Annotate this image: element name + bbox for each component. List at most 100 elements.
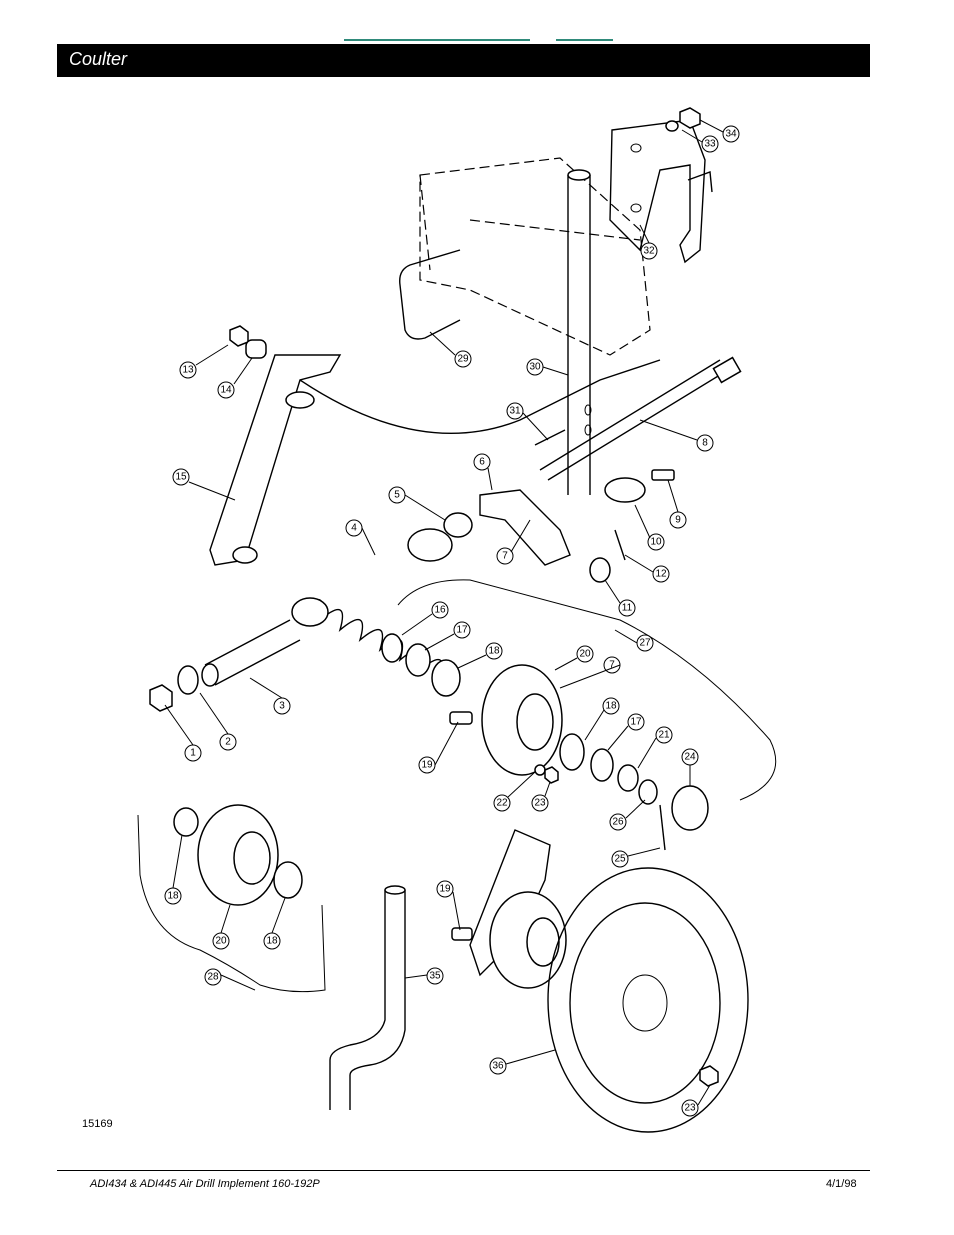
bearing-17b xyxy=(590,748,614,782)
svg-text:10: 10 xyxy=(650,537,662,548)
svg-text:12: 12 xyxy=(655,569,667,580)
axle xyxy=(201,619,301,687)
svg-text:6: 6 xyxy=(479,457,485,468)
callout-26: 26 xyxy=(609,813,627,831)
svg-text:15: 15 xyxy=(175,472,187,483)
callout-15: 15 xyxy=(172,468,190,486)
hub xyxy=(481,664,563,776)
nut-1 xyxy=(149,684,173,712)
callout-20b: 20 xyxy=(212,932,230,950)
svg-text:5: 5 xyxy=(394,490,400,501)
spacer xyxy=(443,512,473,538)
bearing-17 xyxy=(405,643,431,677)
callout-28: 28 xyxy=(204,968,222,986)
callout-27: 27 xyxy=(636,634,654,652)
svg-text:1: 1 xyxy=(190,748,196,759)
callout-1: 1 xyxy=(184,744,202,762)
hub-assembly-28 xyxy=(137,804,326,993)
callout-2: 2 xyxy=(219,733,237,751)
svg-text:20: 20 xyxy=(579,649,591,660)
svg-text:14: 14 xyxy=(220,385,232,396)
cup-18 xyxy=(431,659,461,697)
bolt-19b xyxy=(451,927,473,941)
callout-30: 30 xyxy=(526,358,544,376)
nut-26 xyxy=(638,779,658,805)
coulter-arm xyxy=(209,354,661,566)
callout-18a: 18 xyxy=(485,642,503,660)
callout-36: 36 xyxy=(489,1057,507,1075)
washer-33 xyxy=(665,120,679,132)
callout-33: 33 xyxy=(701,135,719,153)
callout-20a: 20 xyxy=(576,645,594,663)
callout-3: 3 xyxy=(273,697,291,715)
callout-4: 4 xyxy=(345,519,363,537)
callout-31: 31 xyxy=(506,402,524,420)
svg-text:17: 17 xyxy=(456,625,468,636)
svg-text:9: 9 xyxy=(675,515,681,526)
svg-text:4: 4 xyxy=(351,523,357,534)
svg-text:11: 11 xyxy=(622,603,633,614)
leader-lines xyxy=(164,119,724,1106)
svg-text:17: 17 xyxy=(630,717,642,728)
dust-cap xyxy=(671,785,709,831)
svg-text:36: 36 xyxy=(492,1061,504,1072)
callout-19b: 19 xyxy=(436,880,454,898)
svg-text:35: 35 xyxy=(429,971,441,982)
rod xyxy=(539,356,742,481)
top-link-2[interactable] xyxy=(556,39,613,41)
page-title: Coulter xyxy=(69,49,128,69)
svg-text:19: 19 xyxy=(439,884,451,895)
callout-18b: 18 xyxy=(602,697,620,715)
bushing-14 xyxy=(245,339,267,359)
callout-17b: 17 xyxy=(627,713,645,731)
callout-17a: 17 xyxy=(453,621,471,639)
svg-text:31: 31 xyxy=(509,406,521,417)
svg-text:32: 32 xyxy=(643,246,655,257)
callout-23a: 23 xyxy=(531,794,549,812)
svg-text:18: 18 xyxy=(605,701,617,712)
callout-14: 14 xyxy=(217,381,235,399)
rod-end xyxy=(384,885,406,895)
cotter-pin-12 xyxy=(614,529,626,561)
pivot-bracket xyxy=(479,489,571,566)
svg-text:13: 13 xyxy=(182,365,194,376)
svg-text:2: 2 xyxy=(225,737,231,748)
cup-18b xyxy=(559,733,585,771)
svg-text:7: 7 xyxy=(609,660,615,671)
ring xyxy=(589,557,611,583)
callout-13: 13 xyxy=(179,361,197,379)
svg-text:28: 28 xyxy=(207,972,219,983)
bolt-13 xyxy=(229,325,249,347)
figure-number: 15169 xyxy=(82,1118,113,1130)
svg-text:34: 34 xyxy=(725,129,737,140)
svg-text:30: 30 xyxy=(529,362,541,373)
callout-21: 21 xyxy=(655,726,673,744)
seal-16 xyxy=(381,633,403,663)
svg-text:18: 18 xyxy=(488,646,500,657)
bent-rod xyxy=(329,890,406,1110)
footer-date: 4/1/98 xyxy=(826,1178,857,1190)
svg-text:8: 8 xyxy=(702,438,708,449)
svg-text:23: 23 xyxy=(534,798,546,809)
nut-23b xyxy=(699,1065,719,1087)
callout-11: 11 xyxy=(618,599,636,617)
washer-21 xyxy=(617,764,639,792)
bolt-19 xyxy=(449,711,473,725)
pin xyxy=(534,429,566,446)
title-bar: Coulter xyxy=(57,44,870,77)
svg-text:22: 22 xyxy=(496,798,508,809)
svg-text:18: 18 xyxy=(266,936,278,947)
callout-24: 24 xyxy=(681,748,699,766)
top-link-1[interactable] xyxy=(344,39,530,41)
frame-tube xyxy=(419,157,651,356)
mounting-bracket xyxy=(609,119,713,264)
svg-text:3: 3 xyxy=(279,701,285,712)
svg-text:19: 19 xyxy=(421,760,433,771)
callout-18d: 18 xyxy=(263,932,281,950)
callout-7b: 7 xyxy=(603,656,621,674)
svg-text:29: 29 xyxy=(457,354,469,365)
collar xyxy=(604,477,646,503)
callout-16: 16 xyxy=(431,601,449,619)
svg-text:18: 18 xyxy=(167,891,179,902)
coulter-shaft xyxy=(567,169,592,495)
